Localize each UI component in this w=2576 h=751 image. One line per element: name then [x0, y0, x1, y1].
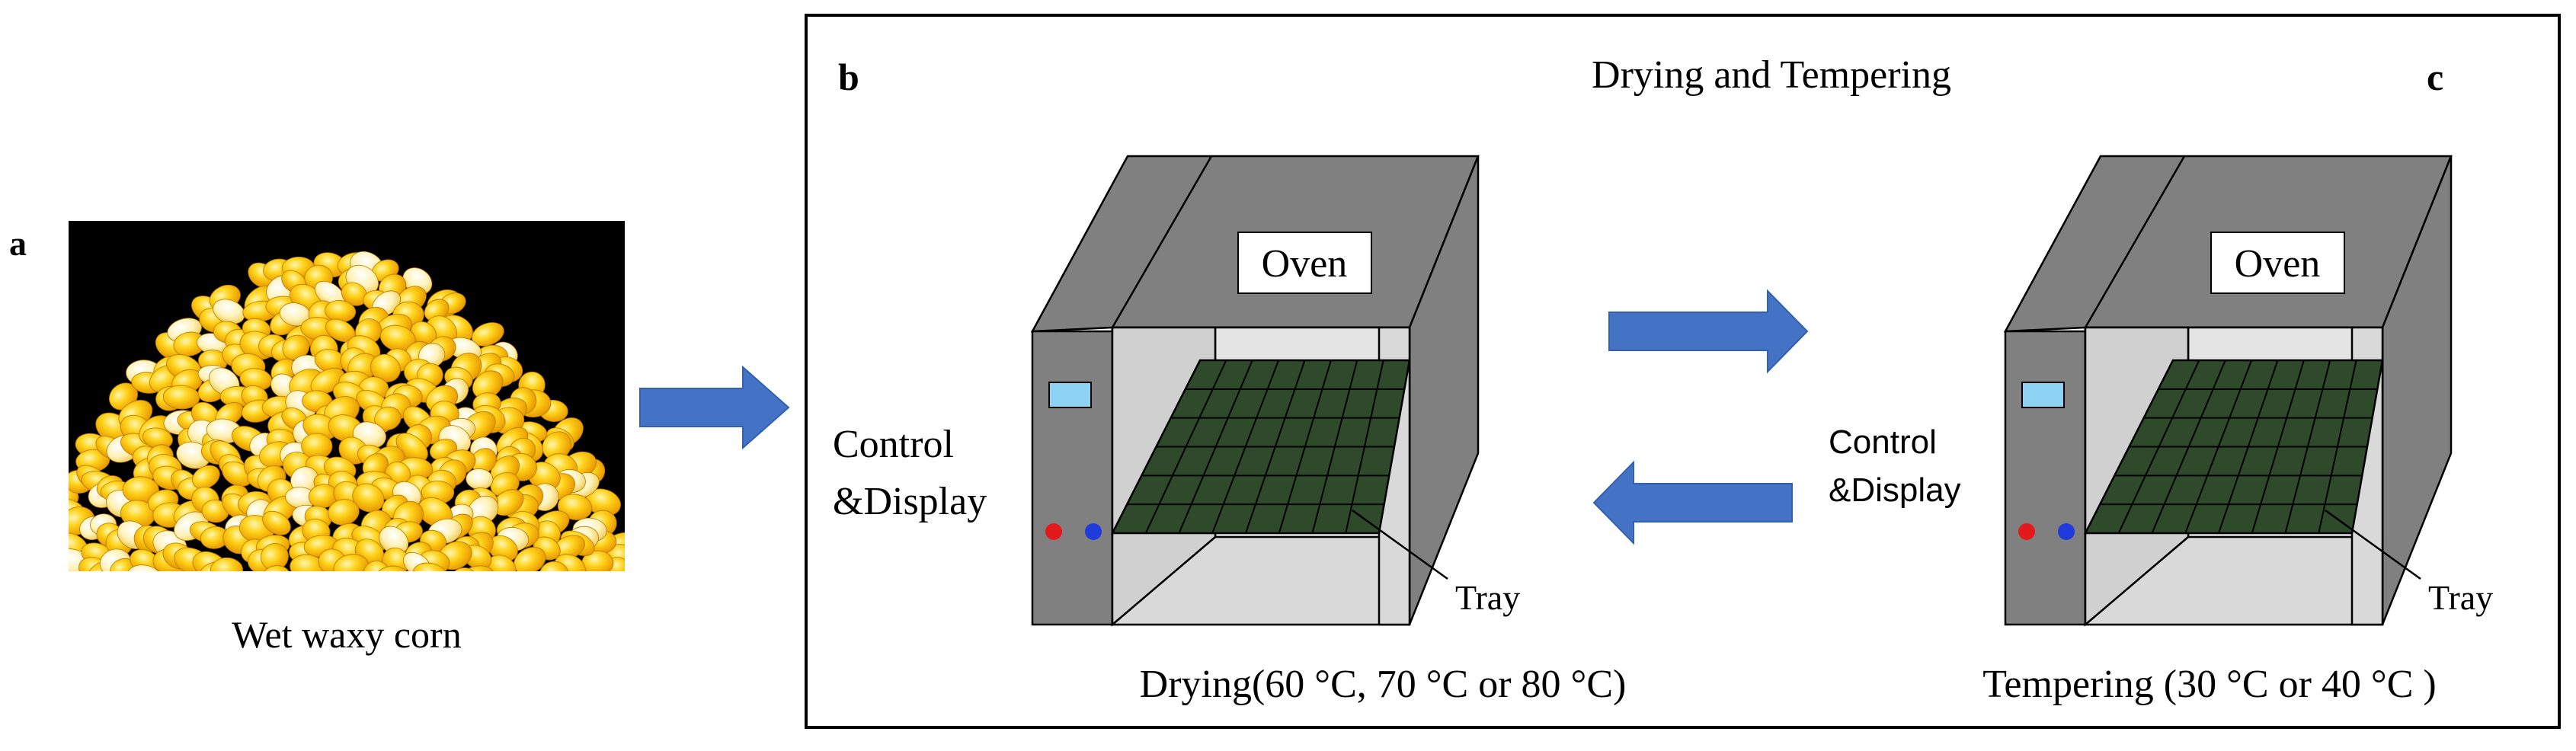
tray-pointer-line — [2325, 509, 2421, 580]
corn-kernel — [210, 557, 244, 571]
panel-letter-b: b — [838, 56, 859, 98]
oven-c-caption: Tempering (30 °C or 40 °C ) — [1982, 663, 2436, 706]
corn-kernel — [450, 567, 478, 571]
oven-label: Oven — [2235, 242, 2321, 286]
tray-label: Tray — [1455, 578, 1520, 617]
control-panel — [2004, 330, 2087, 626]
tray-pointer-line — [1352, 509, 1448, 580]
oven-top-edge — [1111, 155, 1213, 328]
oven-label: Oven — [1262, 242, 1348, 286]
red-button-icon — [1045, 523, 1062, 540]
corn-kernel — [457, 565, 494, 571]
corn-kernel — [471, 448, 497, 474]
oven-label-box — [1237, 232, 1372, 294]
panel-letter-c: c — [2427, 56, 2443, 98]
red-button-icon — [2018, 523, 2035, 540]
corn-kernel — [374, 406, 402, 430]
corn-kernel — [192, 465, 220, 490]
corn-kernel — [539, 561, 569, 571]
corn-kernel — [363, 561, 390, 571]
corn-kernel — [554, 554, 586, 571]
blue-button-icon — [2058, 523, 2075, 540]
arrow-right-middle — [1608, 289, 1809, 374]
corn-kernel — [262, 510, 291, 535]
oven-b-caption: Drying(60 °C, 70 °C or 80 °C) — [1140, 663, 1627, 706]
control-panel — [1031, 330, 1114, 626]
oven-b-control-line1: Control — [833, 423, 954, 466]
corn-kernel — [379, 526, 409, 555]
corn-caption: Wet waxy corn — [232, 613, 461, 656]
corn-kernel — [126, 564, 163, 571]
corn-photo — [69, 221, 625, 571]
display-screen-icon — [2021, 382, 2065, 408]
corn-kernel — [261, 565, 291, 571]
oven-c-control-line2: &Display — [1829, 471, 1961, 509]
display-screen-icon — [1048, 382, 1092, 408]
corn-kernel — [471, 322, 504, 347]
oven-b-control-line2: &Display — [833, 480, 987, 523]
oven-top-edge — [2084, 155, 2186, 328]
corn-kernel — [412, 562, 449, 571]
frame-title: Drying and Tempering — [1592, 53, 1951, 97]
arrow-a-to-b — [639, 365, 790, 450]
drying-tempering-frame — [805, 14, 2561, 729]
blue-button-icon — [1085, 523, 1102, 540]
arrow-left-middle — [1592, 460, 1793, 545]
corn-kernel-pile — [69, 251, 625, 571]
oven-label-box — [2210, 232, 2345, 294]
corn-kernel — [402, 551, 432, 571]
tray-label: Tray — [2428, 578, 2493, 617]
corn-kernel — [373, 565, 408, 571]
panel-letter-a: a — [9, 224, 27, 263]
oven-c-control-line1: Control — [1829, 423, 1937, 461]
